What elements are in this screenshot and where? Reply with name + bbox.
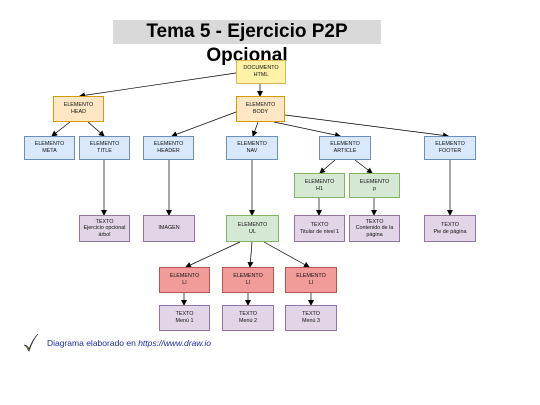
node-element-head[interactable]: ELEMENTO HEAD: [53, 96, 104, 122]
node-text-li-3[interactable]: TEXTO Menú 3: [285, 305, 337, 331]
diagram-title: Tema 5 - Ejercicio P2P Opcional: [113, 20, 381, 66]
node-element-title[interactable]: ELEMENTO TITLE: [79, 136, 130, 160]
edge-head-meta: [51, 121, 71, 137]
edge-article-p: [354, 159, 373, 174]
checkmark-icon: [23, 333, 39, 352]
node-imagen[interactable]: IMAGEN: [143, 215, 195, 242]
node-element-ul[interactable]: ELEMENTO UL: [226, 215, 279, 242]
edge-body-header: [171, 111, 237, 138]
node-element-header[interactable]: ELEMENTO HEADER: [143, 136, 194, 160]
edge-head-title: [87, 121, 105, 137]
edge-body-nav: [251, 121, 259, 137]
node-text-p[interactable]: TEXTO Contenido de la página: [349, 215, 400, 242]
node-element-h1[interactable]: ELEMENTO H1: [294, 173, 345, 198]
node-documento-html[interactable]: DOCUMENTO HTML: [236, 60, 286, 84]
node-element-p[interactable]: ELEMENTO p: [349, 173, 400, 198]
node-element-meta[interactable]: ELEMENTO META: [24, 136, 75, 160]
drawio-link[interactable]: https://www.draw.io: [138, 338, 211, 348]
node-text-li-2[interactable]: TEXTO Menú 2: [222, 305, 274, 331]
edge-doc-head: [79, 72, 237, 99]
node-text-h1[interactable]: TEXTO Titular de nivel 1: [294, 215, 345, 242]
node-element-li-3[interactable]: ELEMENTO LI: [285, 267, 337, 293]
node-element-article[interactable]: ELEMENTO ARTICLE: [319, 136, 371, 160]
edge-body-footer: [284, 114, 449, 139]
edge-ul-li3: [263, 241, 310, 268]
node-element-nav[interactable]: ELEMENTO NAV: [226, 136, 278, 160]
edge-ul-li1: [185, 241, 241, 268]
edge-body-article: [273, 121, 341, 138]
node-element-footer[interactable]: ELEMENTO FOOTER: [424, 136, 476, 160]
edge-ul-li2: [247, 241, 254, 268]
node-element-body[interactable]: ELEMENTO BODY: [236, 96, 285, 122]
node-element-li-1[interactable]: ELEMENTO LI: [159, 267, 210, 293]
node-element-li-2[interactable]: ELEMENTO LI: [222, 267, 274, 293]
node-text-footer[interactable]: TEXTO Pie de página: [424, 215, 476, 242]
edge-article-h1: [319, 159, 336, 174]
node-text-li-1[interactable]: TEXTO Menú 1: [159, 305, 210, 331]
credit-text: Diagrama elaborado en: [47, 338, 139, 348]
credit-footer: Diagrama elaborado en https://www.draw.i…: [22, 331, 322, 355]
node-text-title[interactable]: TEXTO Ejercicio opcional árbol: [79, 215, 130, 242]
